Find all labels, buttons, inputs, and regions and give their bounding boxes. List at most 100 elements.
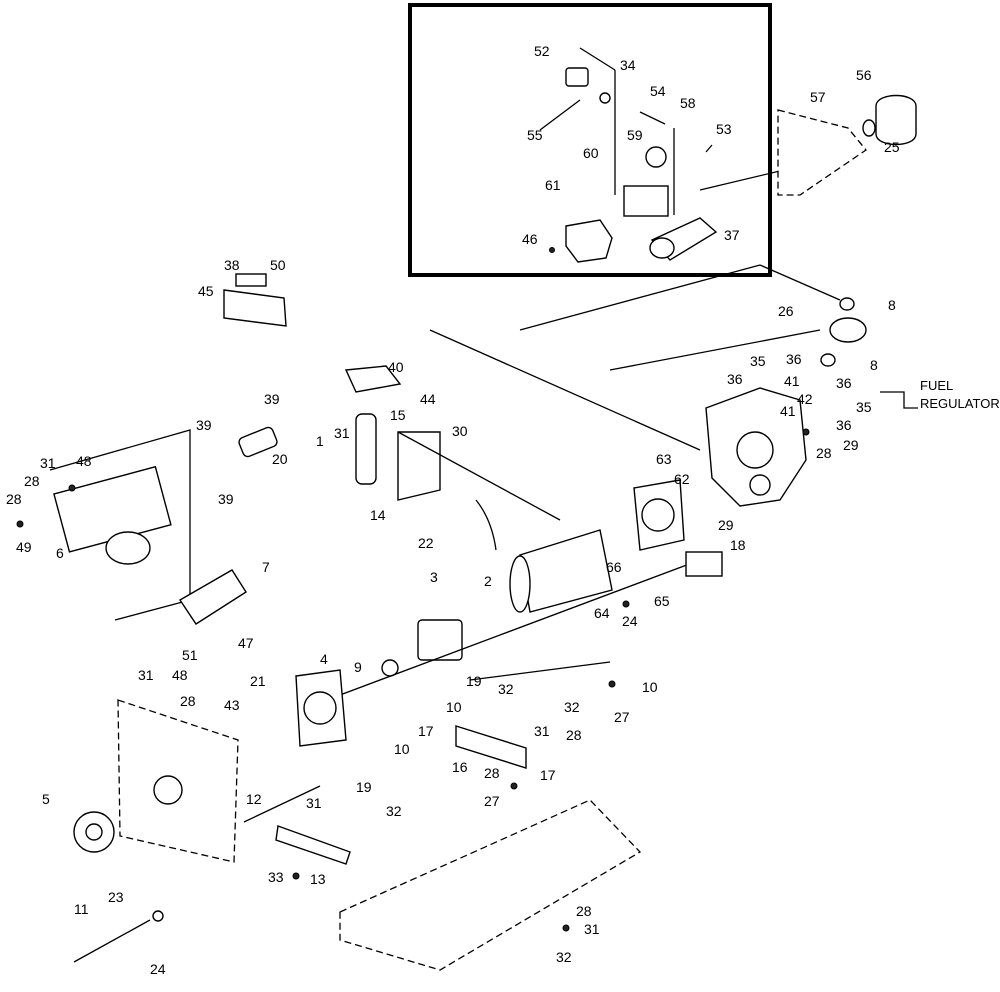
label-18: 18 bbox=[730, 537, 746, 553]
label-28-right: 28 bbox=[566, 727, 582, 743]
part-8-ring-bottom bbox=[820, 353, 836, 367]
label-35-top: 35 bbox=[750, 353, 766, 369]
label-34: 34 bbox=[620, 57, 636, 73]
part-14-bracket bbox=[397, 431, 441, 501]
part-38-label bbox=[235, 273, 267, 287]
label-28-base: 28 bbox=[576, 903, 592, 919]
label-17-right: 17 bbox=[540, 767, 556, 783]
label-28-far-left: 28 bbox=[6, 491, 22, 507]
part-number-labels: 52 34 54 58 55 59 53 60 61 46 37 56 57 2… bbox=[6, 43, 1000, 977]
label-2: 2 bbox=[484, 573, 492, 589]
label-42: 42 bbox=[797, 391, 813, 407]
label-26: 26 bbox=[778, 303, 794, 319]
label-61: 61 bbox=[545, 177, 561, 193]
inset-parts bbox=[539, 47, 806, 263]
label-15: 15 bbox=[390, 407, 406, 423]
label-31-rod: 31 bbox=[306, 795, 322, 811]
label-32-right: 32 bbox=[564, 699, 580, 715]
label-3: 3 bbox=[430, 569, 438, 585]
label-23: 23 bbox=[108, 889, 124, 905]
fastener-marks bbox=[16, 247, 810, 932]
label-31-base: 31 bbox=[584, 921, 600, 937]
label-55: 55 bbox=[527, 127, 543, 143]
label-31-mid-left: 31 bbox=[138, 667, 154, 683]
label-43: 43 bbox=[224, 697, 240, 713]
label-32-base: 32 bbox=[556, 949, 572, 965]
part-12-rod bbox=[243, 785, 321, 823]
part-20-flex-pipe bbox=[238, 426, 278, 458]
label-63: 63 bbox=[656, 451, 672, 467]
label-29-bracket: 29 bbox=[718, 517, 734, 533]
label-58: 58 bbox=[680, 95, 696, 111]
label-22: 22 bbox=[418, 535, 434, 551]
part-25-gasket bbox=[862, 119, 876, 137]
label-44: 44 bbox=[420, 391, 436, 407]
label-49: 49 bbox=[16, 539, 32, 555]
label-32-upper: 32 bbox=[498, 681, 514, 697]
label-64: 64 bbox=[594, 605, 610, 621]
label-52: 52 bbox=[534, 43, 550, 59]
label-39-upper: 39 bbox=[264, 391, 280, 407]
label-12: 12 bbox=[246, 791, 262, 807]
label-10-right: 10 bbox=[642, 679, 658, 695]
fuel-regulator-leader bbox=[880, 391, 918, 409]
part-7-exhaust-pipe bbox=[179, 569, 247, 625]
part-56-filter bbox=[875, 94, 917, 146]
part-base-frame bbox=[339, 799, 642, 971]
label-57: 57 bbox=[810, 89, 826, 105]
part-11-rod bbox=[73, 919, 151, 963]
label-16: 16 bbox=[452, 759, 468, 775]
label-36-top: 36 bbox=[786, 351, 802, 367]
label-20: 20 bbox=[272, 451, 288, 467]
fuel-regulator-note-line2: REGULATOR bbox=[920, 396, 1000, 411]
label-29-engine: 29 bbox=[843, 437, 859, 453]
label-37: 37 bbox=[724, 227, 740, 243]
label-13: 13 bbox=[310, 871, 326, 887]
label-56: 56 bbox=[856, 67, 872, 83]
label-59: 59 bbox=[627, 127, 643, 143]
label-47: 47 bbox=[238, 635, 254, 651]
part-3-rotor bbox=[417, 619, 463, 661]
part-2-stator bbox=[519, 529, 613, 613]
part-22-band bbox=[475, 499, 497, 551]
part-59-washer bbox=[645, 146, 667, 168]
part-61-cover bbox=[565, 219, 613, 263]
label-31-upper: 31 bbox=[334, 425, 350, 441]
part-34-spring bbox=[599, 92, 611, 104]
part-40-pipe bbox=[344, 365, 402, 393]
label-17-left: 17 bbox=[418, 723, 434, 739]
label-36-lower: 36 bbox=[836, 417, 852, 433]
label-24-upper: 24 bbox=[622, 613, 638, 629]
part-52-bracket bbox=[565, 67, 589, 87]
label-10-upper: 10 bbox=[446, 699, 462, 715]
label-66: 66 bbox=[606, 559, 622, 575]
label-11: 11 bbox=[74, 901, 89, 917]
label-28-mid-left: 28 bbox=[180, 693, 196, 709]
muffler-outlet bbox=[105, 531, 151, 565]
label-21: 21 bbox=[250, 673, 266, 689]
part-13-foot-bracket bbox=[275, 825, 351, 865]
label-38: 38 bbox=[224, 257, 240, 273]
label-14: 14 bbox=[370, 507, 386, 523]
label-35-right: 35 bbox=[856, 399, 872, 415]
label-45: 45 bbox=[198, 283, 214, 299]
detail-inset-frame bbox=[408, 3, 772, 277]
label-28-engine: 28 bbox=[816, 445, 832, 461]
label-1: 1 bbox=[316, 433, 324, 449]
label-39-left: 39 bbox=[196, 417, 212, 433]
label-5: 5 bbox=[42, 791, 50, 807]
label-8-bottom: 8 bbox=[870, 357, 878, 373]
label-8-top: 8 bbox=[888, 297, 896, 313]
fuel-regulator-note-line1: FUEL bbox=[920, 378, 953, 393]
label-53: 53 bbox=[716, 121, 732, 137]
label-32-lower: 32 bbox=[386, 803, 402, 819]
label-39-mid: 39 bbox=[218, 491, 234, 507]
label-51: 51 bbox=[182, 647, 198, 663]
label-25: 25 bbox=[884, 139, 900, 155]
part-60-housing bbox=[623, 185, 669, 217]
part-57-panel bbox=[777, 109, 867, 196]
label-62: 62 bbox=[674, 471, 690, 487]
label-36-right: 36 bbox=[836, 375, 852, 391]
